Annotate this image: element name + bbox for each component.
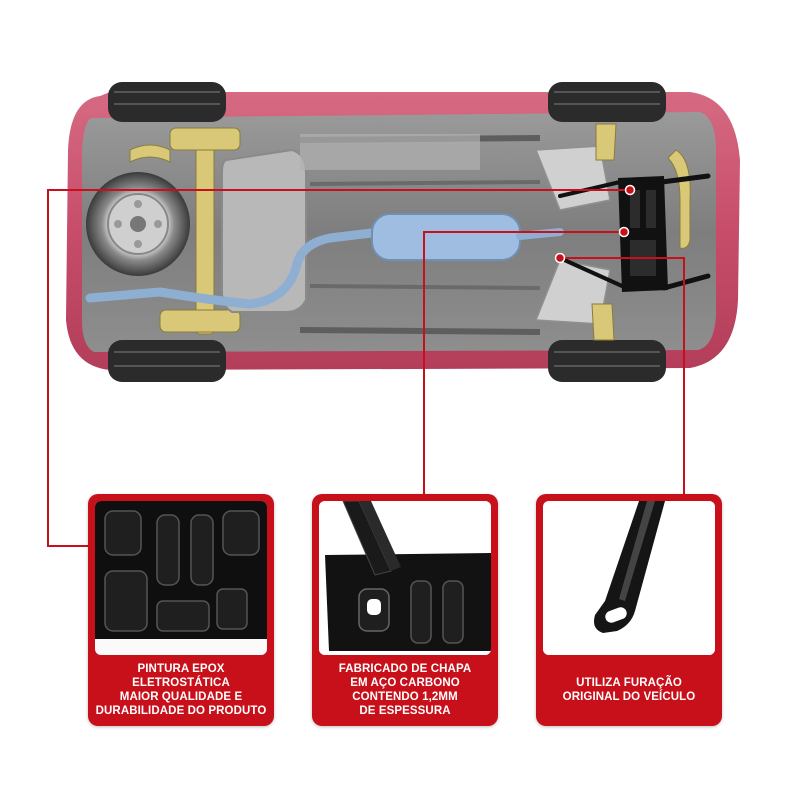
caption-line: CONTENDO 1,2MM: [352, 691, 458, 703]
connector-lines: [47, 189, 685, 547]
connector-dots: [554, 184, 636, 264]
feature-caption-carbon-steel: FABRICADO DE CHAPA EM AÇO CARBONO CONTEN…: [316, 660, 494, 720]
plate-closeup-icon: [95, 501, 267, 655]
caption-line: ELETROSTÁTICA: [132, 677, 230, 689]
caption-line: EM AÇO CARBONO: [350, 677, 460, 689]
caption-line: UTILIZA FURAÇÃO: [576, 677, 682, 689]
feature-caption-epox-paint: PINTURA EPOX ELETROSTÁTICA MAIOR QUALIDA…: [92, 660, 270, 720]
caption-line: FABRICADO DE CHAPA: [338, 663, 472, 675]
caption-line: ORIGINAL DO VEÍCULO: [562, 691, 696, 703]
rear-axle: [129, 127, 241, 335]
wheels: [108, 82, 666, 382]
front-suspension: [591, 123, 691, 341]
caption-line: MAIOR QUALIDADE E: [119, 691, 243, 703]
spare-tire-icon: [86, 172, 190, 276]
feature-card-carbon-steel: FABRICADO DE CHAPA EM AÇO CARBONO CONTEN…: [312, 494, 498, 726]
feature-card-epox-paint: PINTURA EPOX ELETROSTÁTICA MAIOR QUALIDA…: [88, 494, 274, 726]
muffler-icon: [85, 213, 564, 309]
front-subframe: [534, 145, 611, 325]
feature-caption-original-holes: UTILIZA FURAÇÃO ORIGINAL DO VEÍCULO: [540, 660, 718, 720]
mounting-bar-icon: [543, 501, 715, 655]
plate-corner-icon: [319, 501, 491, 655]
caption-line: PINTURA EPOX: [137, 663, 225, 675]
caption-line: DE ESPESSURA: [359, 705, 451, 717]
feature-card-original-holes: UTILIZA FURAÇÃO ORIGINAL DO VEÍCULO: [536, 494, 722, 726]
caption-line: DURABILIDADE DO PRODUTO: [95, 705, 267, 717]
heat-shield: [300, 134, 480, 170]
fuel-tank: [221, 148, 307, 313]
